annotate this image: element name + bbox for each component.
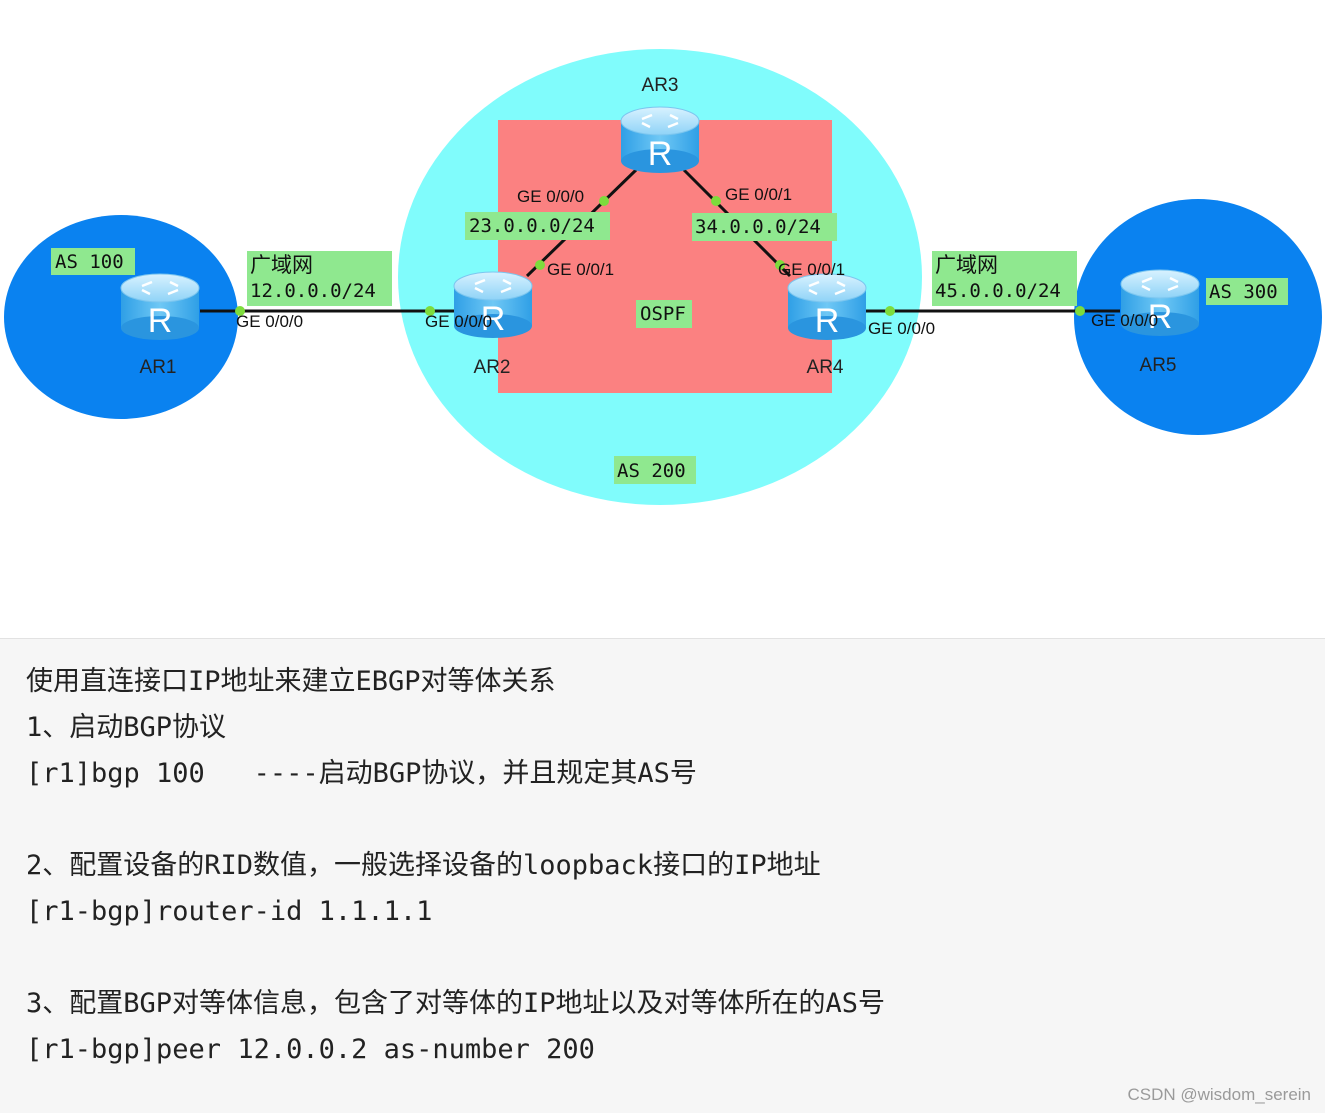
code-line: [r1]bgp 100 ----启动BGP协议，并且规定其AS号 (26, 758, 697, 789)
watermark: CSDN @wisdom_serein (1127, 1085, 1311, 1104)
iface-ar1-ge000: GE 0/0/0 (236, 312, 303, 331)
blank-line (26, 797, 1325, 843)
device-name-ar2: AR2 (474, 357, 511, 378)
note-line: 2、配置设备的RID数值，一般选择设备的loopback接口的IP地址 (26, 850, 821, 881)
iface-ar2-ge000: GE 0/0/0 (425, 312, 492, 331)
ospf-label: OSPF (640, 303, 686, 325)
device-name-ar5: AR5 (1140, 355, 1177, 376)
ospf-label-box (636, 300, 692, 328)
code-line: [r1-bgp]peer 12.0.0.2 as-number 200 (26, 1034, 595, 1065)
router-ar4-icon[interactable] (787, 272, 867, 342)
as100-label: AS 100 (55, 251, 124, 273)
wan-left-subnet: 12.0.0.0/24 (250, 280, 376, 302)
link-endpoints (235, 196, 1085, 316)
as300-label-box (1206, 278, 1288, 305)
wan-left-label-box (247, 251, 392, 306)
subnet-ar3-ar4: 34.0.0.0/24 (695, 216, 821, 238)
wan-left-title: 广域网 (250, 253, 313, 277)
code-line: [r1-bgp]router-id 1.1.1.1 (26, 896, 433, 927)
as300-label: AS 300 (1209, 281, 1278, 303)
note-line: 使用直连接口IP地址来建立EBGP对等体关系 (26, 666, 556, 697)
network-topology-diagram: R AR1 AR2 AR3 AR4 AR5 AS 100 AS 200 AS 3… (4, 49, 1322, 505)
iface-ar2-ge001: GE 0/0/1 (547, 260, 614, 279)
iface-ar4-ge001: GE 0/0/1 (778, 260, 845, 279)
wan-right-title: 广域网 (935, 253, 998, 277)
device-name-ar1: AR1 (140, 357, 177, 378)
wan-right-label-box (932, 251, 1077, 306)
subnet-ar3-ar4-box (692, 213, 837, 241)
iface-ar3-ge000: GE 0/0/0 (517, 187, 584, 206)
note-line: 1、启动BGP协议 (26, 712, 227, 743)
as100-label-box (51, 248, 135, 275)
iface-ar3-ge001: GE 0/0/1 (725, 185, 792, 204)
wan-right-subnet: 45.0.0.0/24 (935, 280, 1061, 302)
device-name-ar3: AR3 (642, 75, 679, 96)
router-ar3-icon[interactable] (620, 105, 700, 175)
as200-label: AS 200 (617, 460, 686, 482)
router-ar1-icon[interactable] (120, 272, 200, 342)
as200-label-box (614, 456, 696, 484)
device-name-ar4: AR4 (807, 357, 844, 378)
subnet-ar2-ar3-box (465, 212, 610, 240)
subnet-ar2-ar3: 23.0.0.0/24 (469, 215, 595, 237)
iface-ar4-ge000: GE 0/0/0 (868, 319, 935, 338)
blank-line (26, 935, 1325, 981)
config-notes-block: 使用直连接口IP地址来建立EBGP对等体关系 1、启动BGP协议 [r1]bgp… (0, 638, 1325, 1113)
note-line: 3、配置BGP对等体信息，包含了对等体的IP地址以及对等体所在的AS号 (26, 988, 886, 1019)
iface-ar5-ge000: GE 0/0/0 (1091, 311, 1158, 330)
